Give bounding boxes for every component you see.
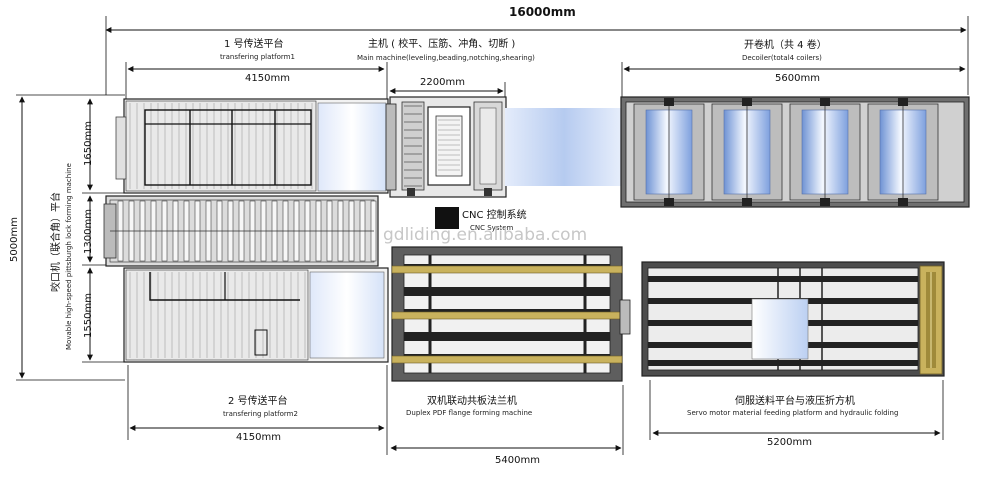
platform1-cn-label: 1 号传送平台 [224,39,284,50]
pittsburgh-lock-platform [103,195,379,267]
platform1-en-label: transfering platform1 [220,53,295,61]
decoiler [620,96,970,208]
transfering-platform-1 [115,98,389,194]
decoiler-dim-label: 5600mm [775,73,820,84]
servo-en-label: Servo motor material feeding platform an… [687,409,899,417]
vertical-dim-middle: 1300mm [83,209,94,254]
servo-feeding-folding [641,261,945,377]
platform1-dim-label: 4150mm [245,73,290,84]
cnc-en-label: CNC System [470,224,514,232]
sheet-feed [505,108,623,186]
main-machine-cn-label: 主机 ( 校平、压筋、冲角、切断 ) [368,39,516,50]
main-machine-en-label: Main machine(leveling,beading,notching,s… [357,54,535,62]
overall-width-label: 5000mm [9,217,20,262]
watermark: gdliding.en.alibaba.com [383,225,588,245]
decoiler-cn-label: 开卷机（共 4 卷） [744,40,827,51]
vertical-dim-top: 1650mm [83,121,94,166]
main-machine [385,96,507,198]
platform2-dim-label: 4150mm [236,432,281,443]
duplex-cn-label: 双机联动共板法兰机 [427,396,517,407]
servo-dim-label: 5200mm [767,437,812,448]
main-machine-dim-label: 2200mm [420,77,465,88]
transfering-platform-2 [123,267,389,363]
vertical-dim-bottom: 1550mm [83,293,94,338]
duplex-en-label: Duplex PDF flange forming machine [406,409,533,417]
platform2-cn-label: 2 号传送平台 [228,396,288,407]
dimension-lines [16,16,969,455]
servo-cn-label: 伺服送料平台与液压折方机 [735,396,855,407]
overall-length-label: 16000mm [509,5,576,19]
pittsburgh-en-label: Movable high-speed pittsburgh lock formi… [65,163,73,350]
duplex-dim-label: 5400mm [495,455,540,466]
pittsburgh-cn-label: 咬口机（联合角）平台 [51,192,62,292]
cnc-box [435,207,459,229]
cnc-cn-label: CNC 控制系统 [462,210,527,221]
decoiler-en-label: Decoiler(total4 coilers) [742,54,822,62]
platform2-en-label: transfering platform2 [223,410,298,418]
duplex-pdf-flange-machine [391,246,631,382]
